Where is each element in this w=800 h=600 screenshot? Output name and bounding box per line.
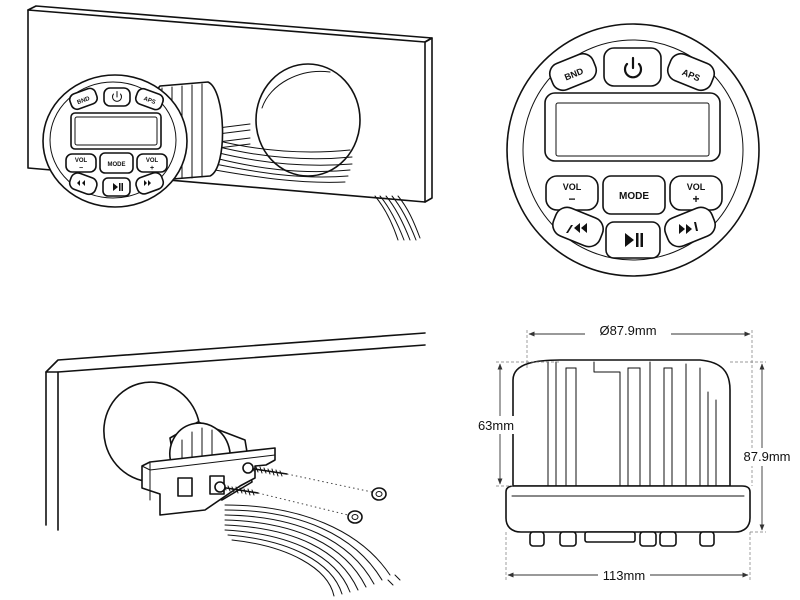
play-pause-icon bbox=[113, 183, 123, 191]
next-button[interactable] bbox=[661, 204, 719, 251]
previous-track-icon bbox=[76, 180, 85, 186]
vol-down-label: VOL bbox=[563, 182, 582, 192]
side-housing-fins bbox=[547, 361, 717, 487]
mounting-panel-top-edge bbox=[27, 5, 433, 43]
vol-label-small-left: VOL bbox=[75, 158, 88, 164]
previous-track-icon bbox=[566, 223, 587, 233]
stud-lower-base bbox=[214, 481, 226, 493]
mode-button-small[interactable] bbox=[99, 152, 134, 174]
panel-flush-mount: BND APS VOL − MODE VOL + bbox=[27, 5, 433, 241]
aps-label-small: APS bbox=[143, 96, 157, 106]
nut-lower bbox=[347, 510, 363, 524]
mode-label: MODE bbox=[619, 191, 649, 202]
display-frame bbox=[544, 92, 721, 162]
mounting-studs bbox=[217, 123, 251, 149]
vol-minus-sign: − bbox=[568, 192, 575, 206]
display-screen-small bbox=[70, 112, 162, 150]
width-label-bg bbox=[598, 567, 650, 585]
panel-side-dimensions: Ø87.9mm 63mm 87.9mm 113mm bbox=[470, 322, 796, 585]
height-label-bg bbox=[738, 448, 796, 466]
panel-front-view: BND APS VOL − MODE VOL + bbox=[506, 23, 760, 277]
mounting-panel-side-edge bbox=[424, 37, 433, 203]
previous-button[interactable] bbox=[549, 204, 607, 251]
diameter-label-bg bbox=[585, 322, 671, 338]
vol-up-button[interactable]: VOL + bbox=[669, 175, 723, 211]
power-icon bbox=[112, 91, 122, 102]
height-extension-lines bbox=[730, 361, 766, 533]
height-label: 87.9mm bbox=[744, 449, 791, 464]
band-label-small: BND bbox=[77, 96, 92, 106]
panel-cutout bbox=[255, 63, 361, 177]
guide-line-upper bbox=[286, 473, 373, 493]
mode-label-small: MODE bbox=[108, 162, 126, 168]
vol-plus-sign: + bbox=[692, 192, 699, 206]
vol-label-small-right: VOL bbox=[146, 158, 159, 164]
wall-top-edge bbox=[45, 332, 426, 373]
vol-down-button[interactable]: VOL − bbox=[545, 175, 599, 211]
next-track-icon bbox=[679, 222, 698, 234]
power-button[interactable] bbox=[603, 47, 662, 87]
band-button[interactable]: BND bbox=[546, 50, 599, 93]
vol-down-button-small[interactable] bbox=[65, 153, 97, 173]
side-housing bbox=[512, 359, 731, 487]
bracket-slot-left bbox=[177, 477, 193, 497]
bracket-edges bbox=[141, 454, 276, 501]
stud-upper-base bbox=[242, 462, 254, 474]
side-button-nubs bbox=[529, 531, 715, 547]
play-pause-button[interactable] bbox=[605, 221, 661, 259]
width-label: 113mm bbox=[603, 568, 645, 583]
band-button-small[interactable] bbox=[68, 87, 99, 111]
aps-button[interactable]: APS bbox=[664, 50, 717, 93]
vol-up-label: VOL bbox=[687, 182, 706, 192]
power-icon bbox=[623, 56, 643, 79]
aps-button-small[interactable] bbox=[134, 87, 165, 111]
diameter-label: Ø87.9mm bbox=[599, 323, 656, 338]
play-pause-icon bbox=[625, 233, 643, 247]
vol-up-button-small[interactable] bbox=[136, 153, 168, 173]
mounting-bracket bbox=[141, 447, 276, 516]
wire-bundle-rear bbox=[224, 504, 401, 597]
vol-plus-label-small: + bbox=[150, 165, 154, 172]
cutout-inner-edge bbox=[261, 70, 331, 109]
front-inner-ring bbox=[522, 39, 744, 261]
nut-upper bbox=[371, 487, 387, 501]
vol-minus-label-small: − bbox=[79, 165, 83, 172]
width-extension-lines bbox=[505, 532, 751, 582]
wire-bundle-top bbox=[214, 139, 421, 241]
depth-label: 63mm bbox=[478, 418, 514, 433]
mode-button[interactable]: MODE bbox=[602, 175, 666, 215]
stud-lower bbox=[219, 486, 259, 494]
panel-rear-mounting bbox=[45, 332, 426, 597]
depth-extension-lines bbox=[496, 361, 560, 487]
depth-label-bg bbox=[470, 416, 520, 434]
front-bezel-inner bbox=[49, 81, 177, 199]
side-bezel-flange bbox=[505, 485, 751, 533]
next-track-icon bbox=[144, 180, 151, 186]
display-screen bbox=[555, 102, 710, 157]
guide-line-lower bbox=[257, 492, 349, 516]
